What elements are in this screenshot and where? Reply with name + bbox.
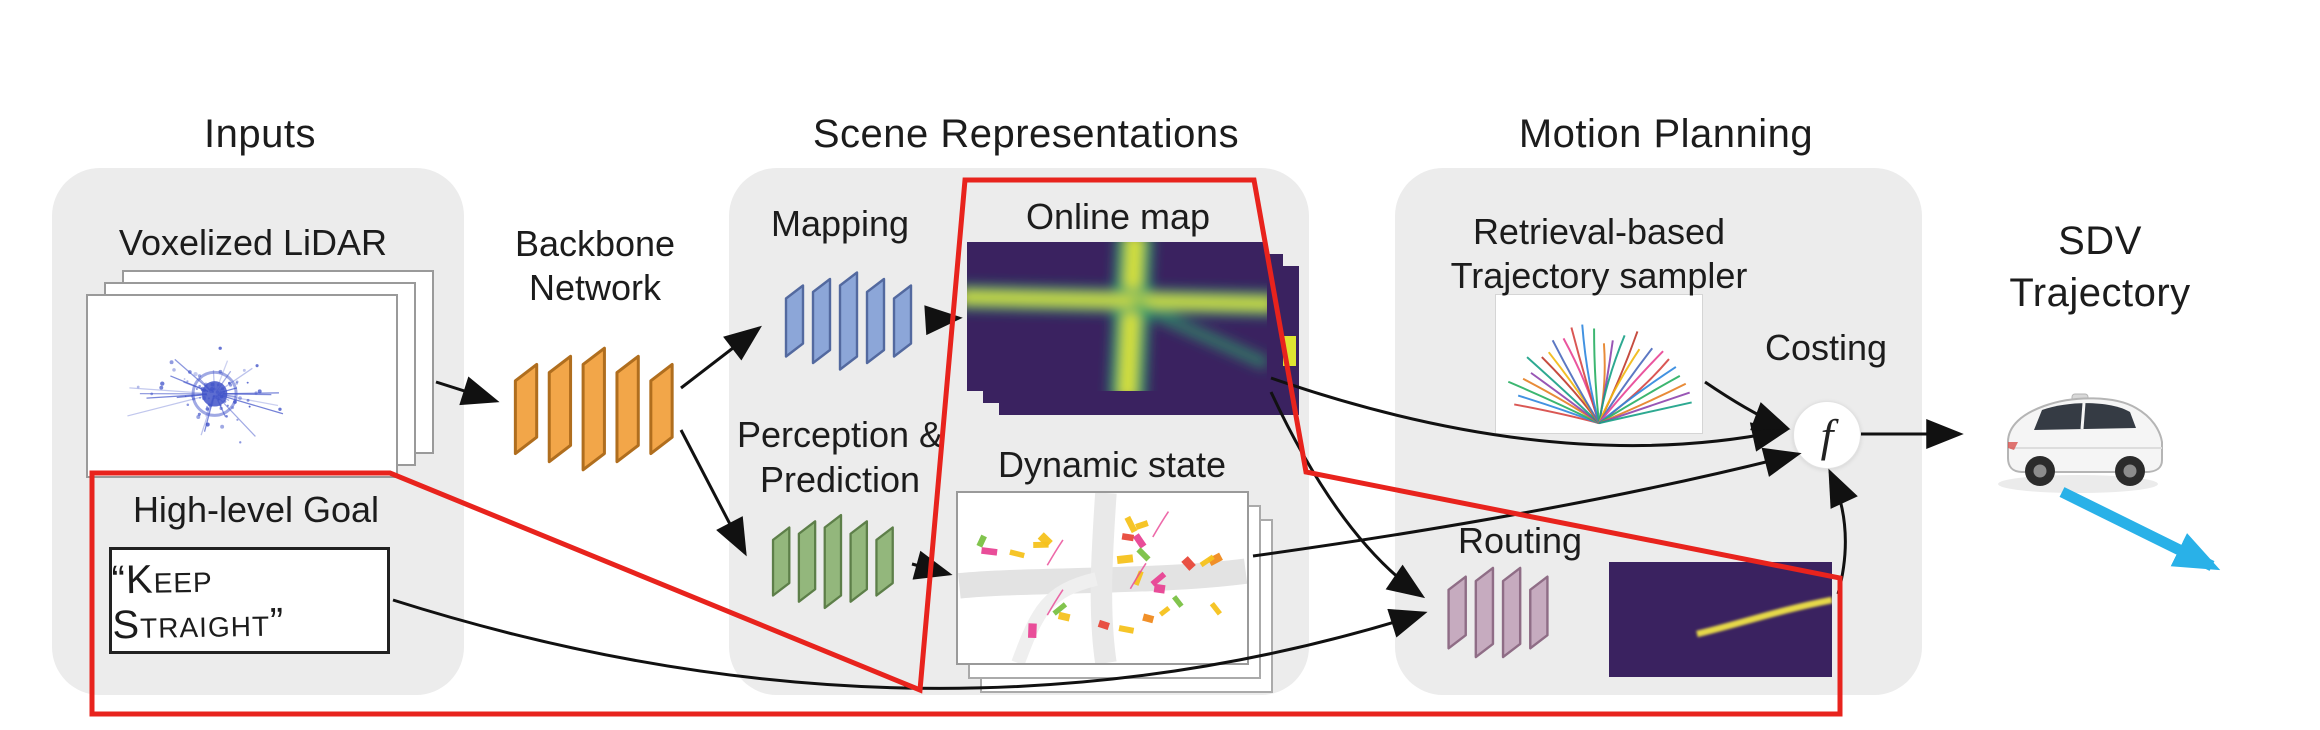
sdv-heading-line1: SDV: [2058, 219, 2142, 263]
sdv-trajectory-blue-arrow: [2059, 487, 2221, 571]
high-level-goal-box: “Keep Straight”: [109, 547, 390, 654]
high-level-goal-label: High-level Goal: [132, 489, 380, 530]
dynamic-state-image: [958, 492, 1248, 666]
routing-map-background: [1609, 562, 1832, 677]
sdv-heading-line2: Trajectory: [2009, 271, 2191, 315]
costing-f-symbol: f: [1820, 409, 1834, 461]
costing-function-node: f: [1793, 401, 1861, 469]
backbone-label-line2: Network: [528, 267, 662, 308]
backbone-conv-stack-icon: [513, 346, 674, 472]
trajectory-fan-image: [1495, 294, 1703, 434]
voxelized-lidar-label: Voxelized LiDAR: [118, 222, 388, 263]
dynamic-state-label: Dynamic state: [997, 444, 1227, 485]
goal-command-text: “Keep Straight”: [111, 556, 285, 647]
mapping-label: Mapping: [770, 203, 910, 244]
car-windows: [2034, 403, 2136, 430]
backbone-label-line1: Backbone: [514, 223, 676, 264]
trajectory-sampler-label: Retrieval-based Trajectory sampler: [1424, 210, 1774, 298]
routing-label: Routing: [1457, 520, 1583, 561]
sampler-label-line2: Trajectory sampler: [1450, 255, 1748, 296]
backbone-network-label: Backbone Network: [470, 222, 720, 310]
motion-planning-heading: Motion Planning: [1518, 112, 1814, 156]
routing-map-image: [1609, 562, 1832, 677]
perception-label-line1: Perception &: [736, 414, 944, 455]
lidar-frame-main: [86, 294, 398, 478]
online-map-image: [967, 242, 1267, 391]
sdv-car-illustration: [1998, 393, 2163, 493]
online-map-label: Online map: [1025, 196, 1211, 237]
routing-conv-stack-icon: [1447, 566, 1549, 659]
trajectory-fan-curves: [1507, 324, 1692, 425]
mapping-conv-stack-icon: [784, 271, 913, 371]
lidar-point-cloud-image: [127, 346, 284, 444]
perception-prediction-label: Perception & Prediction: [690, 412, 990, 502]
car-taillight: [2008, 442, 2018, 450]
perception-label-line2: Prediction: [759, 459, 921, 500]
sampler-label-line1: Retrieval-based: [1472, 211, 1726, 252]
scene-representations-heading: Scene Representations: [812, 112, 1240, 156]
dynamic-state-frame-main: [956, 491, 1249, 666]
costing-label: Costing: [1764, 327, 1888, 368]
perception-conv-stack-icon: [771, 513, 894, 610]
inputs-heading: Inputs: [204, 112, 316, 156]
sdv-trajectory-heading: SDV Trajectory: [1950, 215, 2250, 319]
